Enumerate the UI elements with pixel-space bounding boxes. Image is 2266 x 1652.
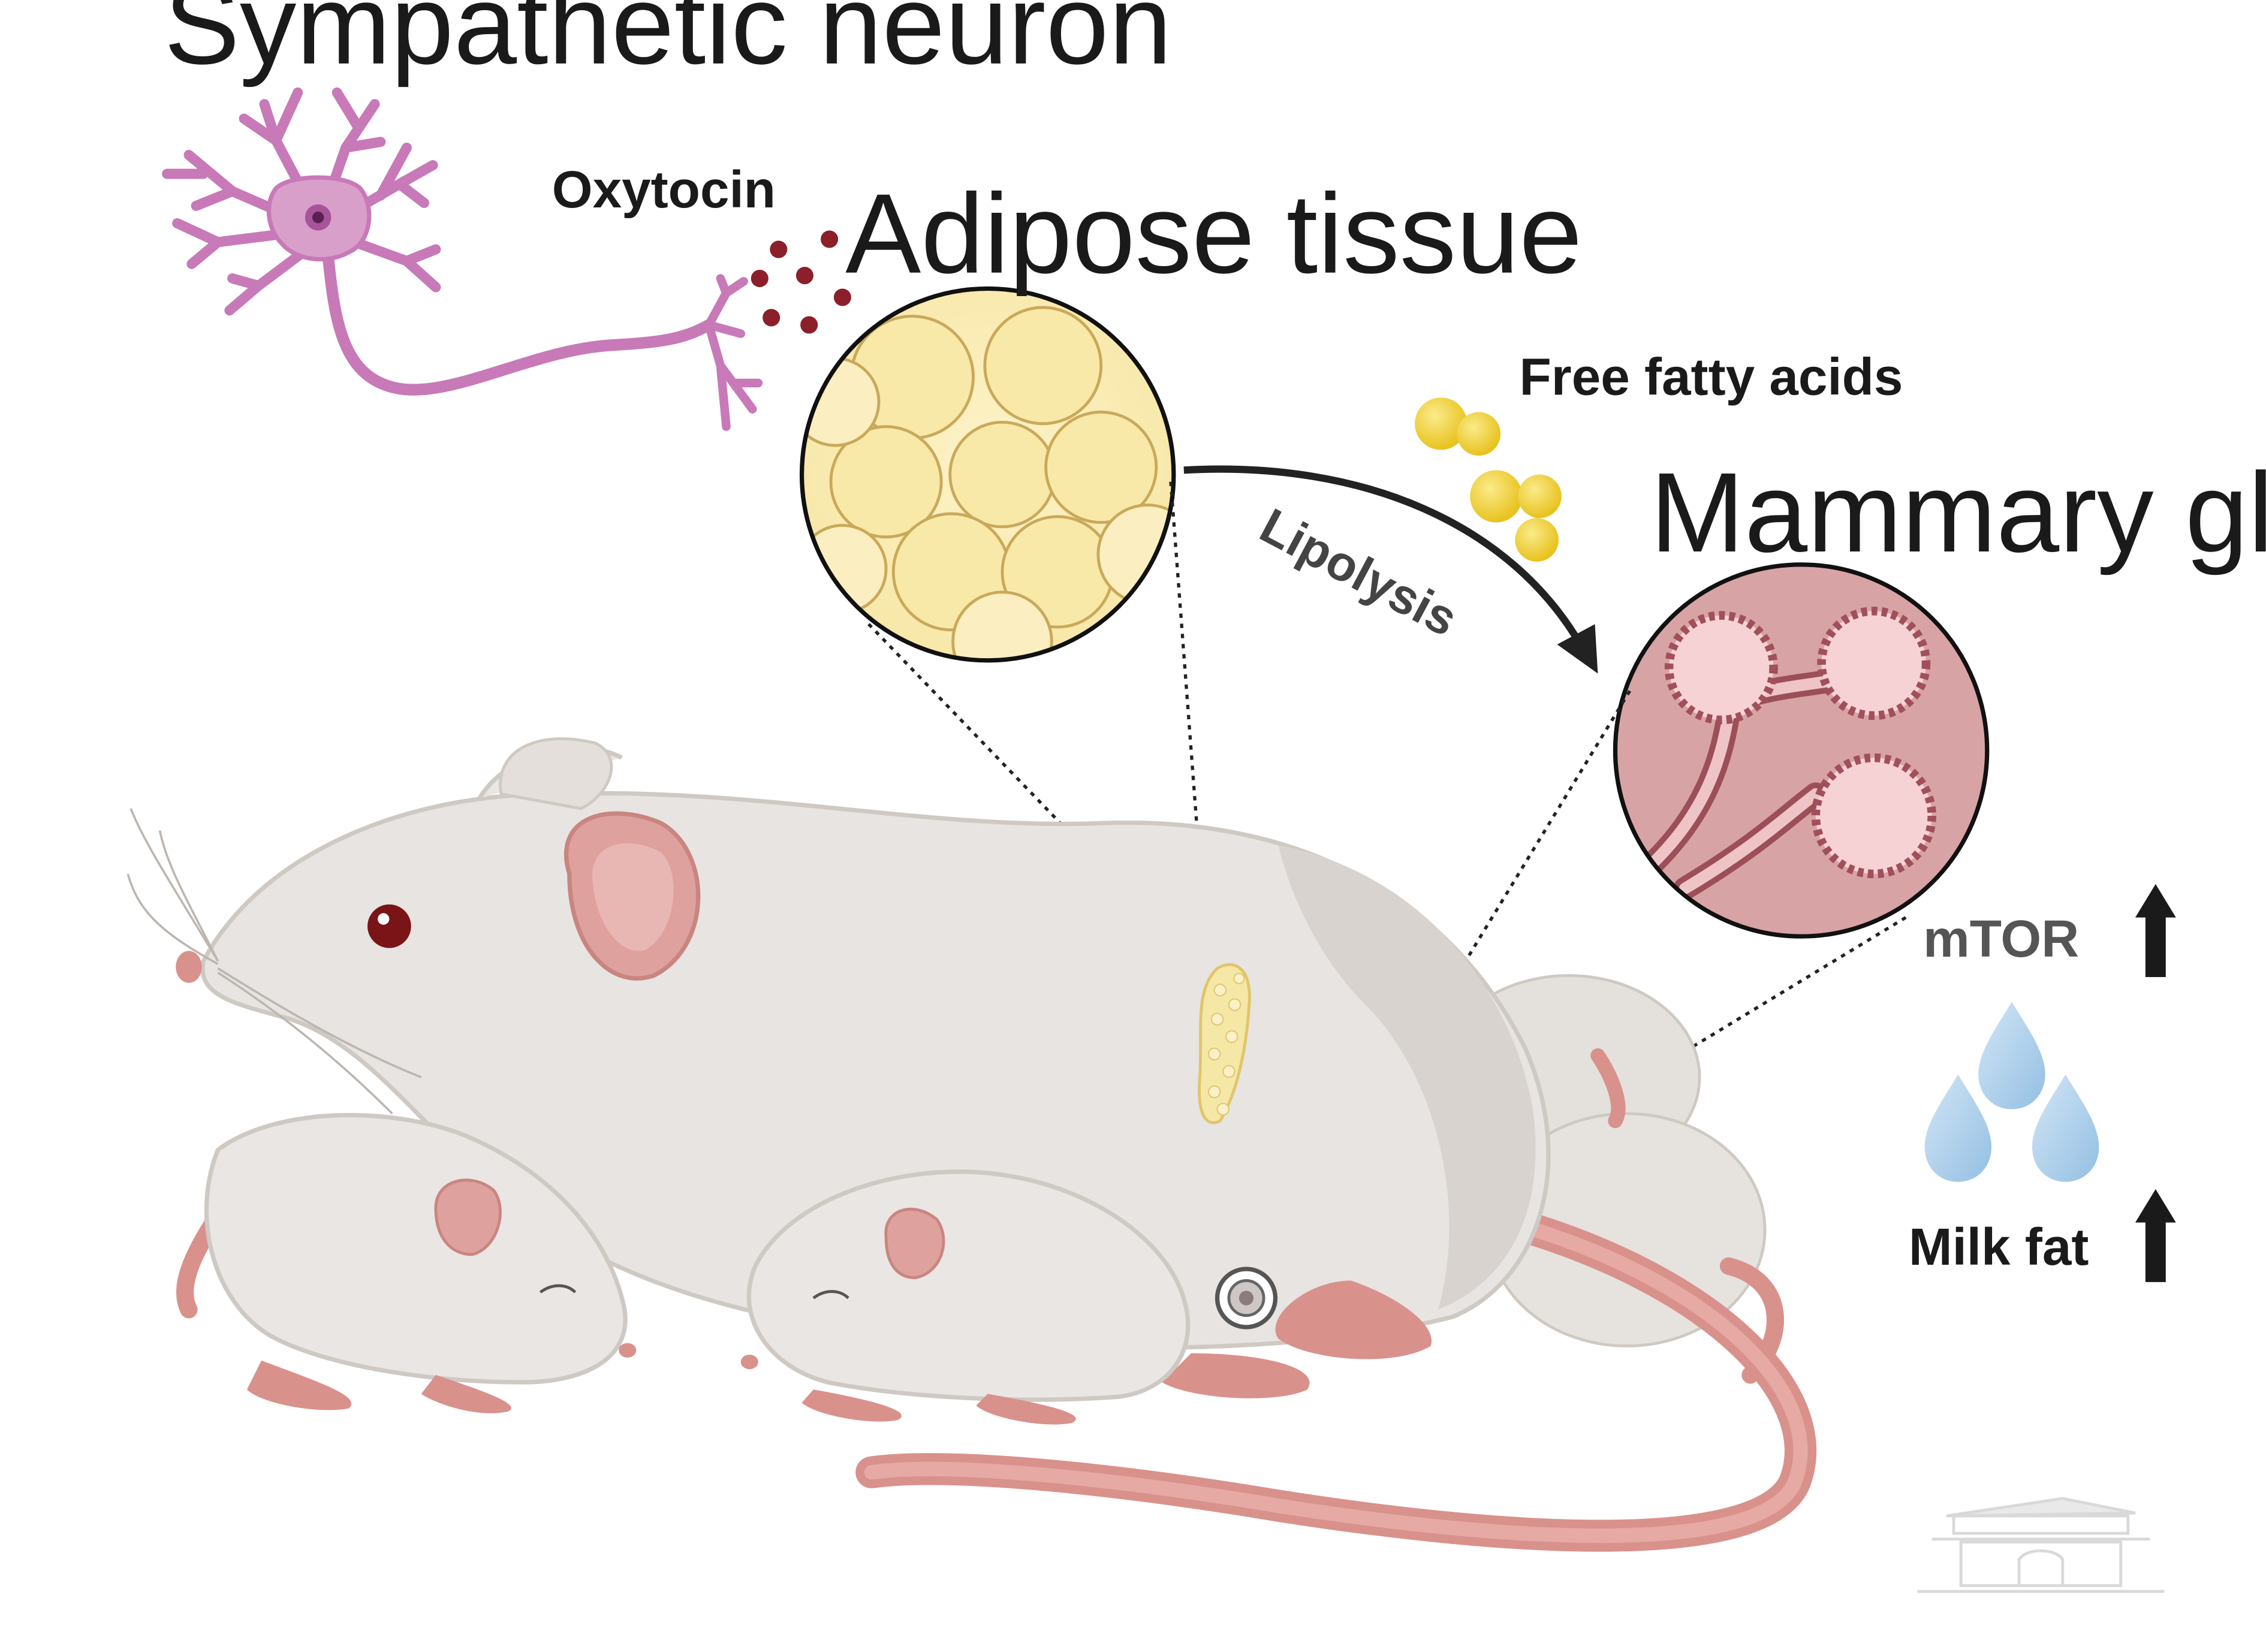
up-arrow-icon: [2135, 1189, 2176, 1282]
adipose-patch: [1198, 963, 1251, 1125]
lipolysis-arrow: [1183, 465, 1598, 674]
mammary-label: Mammary gland: [1650, 450, 2266, 576]
neuron-label: Sympathetic neuron: [164, 0, 1172, 88]
nipple-marker: [1215, 1267, 1278, 1330]
mtor-label: mTOR: [1923, 910, 2079, 968]
oxytocin-label: Oxytocin: [552, 161, 776, 219]
up-arrow-icon: [2135, 884, 2176, 977]
neuron-soma: [266, 175, 372, 262]
fatty-acid-droplets-icon: [1415, 397, 1562, 562]
mouse-pup-icon: [176, 1113, 637, 1413]
lipolysis-label: Lipolysis: [1252, 498, 1466, 647]
watermark-building-icon: [1917, 1497, 2165, 1593]
adipose-cells-icon: [799, 286, 1176, 663]
mammary-gland-icon: [1613, 562, 1990, 939]
milk-drop-icon: [1924, 1002, 2099, 1182]
adipose-label: Adipose tissue: [845, 171, 1582, 297]
ffa-label: Free fatty acids: [1520, 348, 1903, 406]
neuron-icon: [162, 87, 763, 431]
mouse-pup-icon: [740, 1169, 1191, 1425]
milk-fat-label: Milk fat: [1909, 1218, 2089, 1276]
oxytocin-dots-icon: [751, 230, 851, 334]
